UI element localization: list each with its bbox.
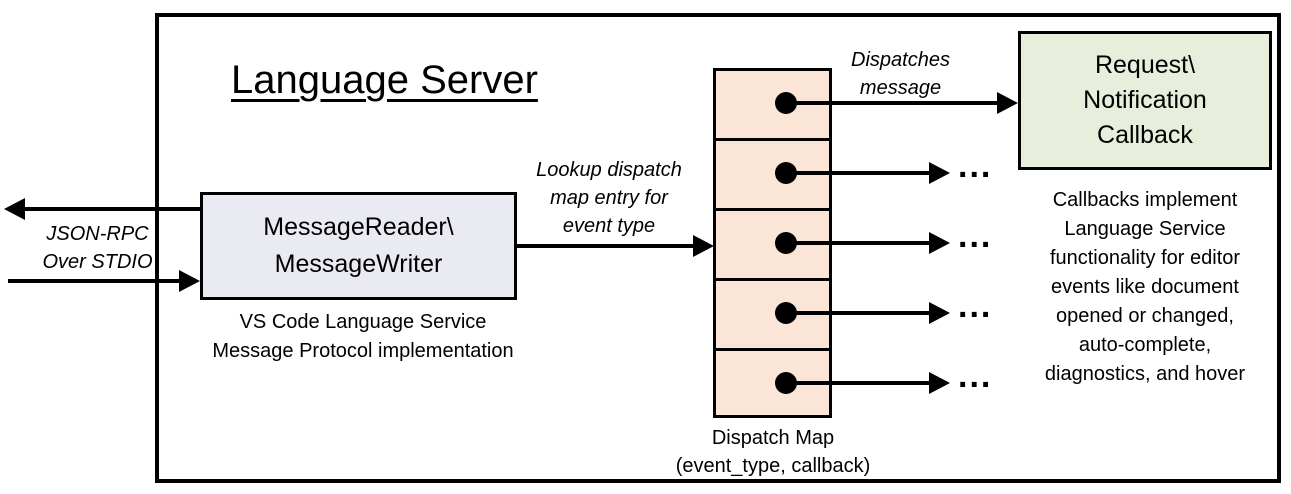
- json-rpc-stdio-label: JSON-RPC Over STDIO: [42, 223, 153, 273]
- dispatch-map-caption: Dispatch Map (event_type, callback): [675, 427, 871, 477]
- arrow-line: [786, 241, 930, 245]
- arrowhead-right-icon: [929, 232, 950, 254]
- arrow-line: [786, 311, 930, 315]
- arrowhead-right-icon: [929, 372, 950, 394]
- arrowhead-right-icon: [929, 302, 950, 324]
- message-reader-writer-label: MessageReader\ MessageWriter: [263, 213, 454, 278]
- lookup-label: Lookup dispatch map entry for event type: [536, 159, 682, 237]
- ellipsis: ...: [958, 147, 993, 185]
- ellipsis: ...: [958, 357, 993, 395]
- cell-divider: [716, 278, 829, 281]
- ellipsis: ...: [958, 217, 993, 255]
- arrowhead-right-icon: [693, 235, 714, 257]
- arrow-line: [8, 279, 183, 283]
- callbacks-note: Callbacks implement Language Service fun…: [1044, 189, 1246, 385]
- message-reader-writer-box: MessageReader\ MessageWriter: [200, 192, 517, 300]
- arrow-line: [786, 381, 930, 385]
- message-box-caption: VS Code Language Service Message Protoco…: [212, 311, 514, 362]
- dispatches-message-label: Dispatches message: [851, 49, 950, 99]
- diagram-title: Language Server: [231, 58, 538, 102]
- arrowhead-left-icon: [4, 198, 25, 220]
- callback-box-label: Request\ Notification Callback: [1083, 51, 1207, 149]
- request-notification-callback-box: Request\ Notification Callback: [1018, 31, 1272, 170]
- arrowhead-right-icon: [929, 162, 950, 184]
- cell-divider: [716, 138, 829, 141]
- arrowhead-right-icon: [997, 92, 1018, 114]
- arrow-line: [517, 244, 697, 248]
- arrow-line: [20, 207, 200, 211]
- arrowhead-right-icon: [179, 270, 200, 292]
- cell-divider: [716, 208, 829, 211]
- arrow-line: [786, 171, 930, 175]
- cell-divider: [716, 348, 829, 351]
- arrow-line: [786, 101, 998, 105]
- ellipsis: ...: [958, 287, 993, 325]
